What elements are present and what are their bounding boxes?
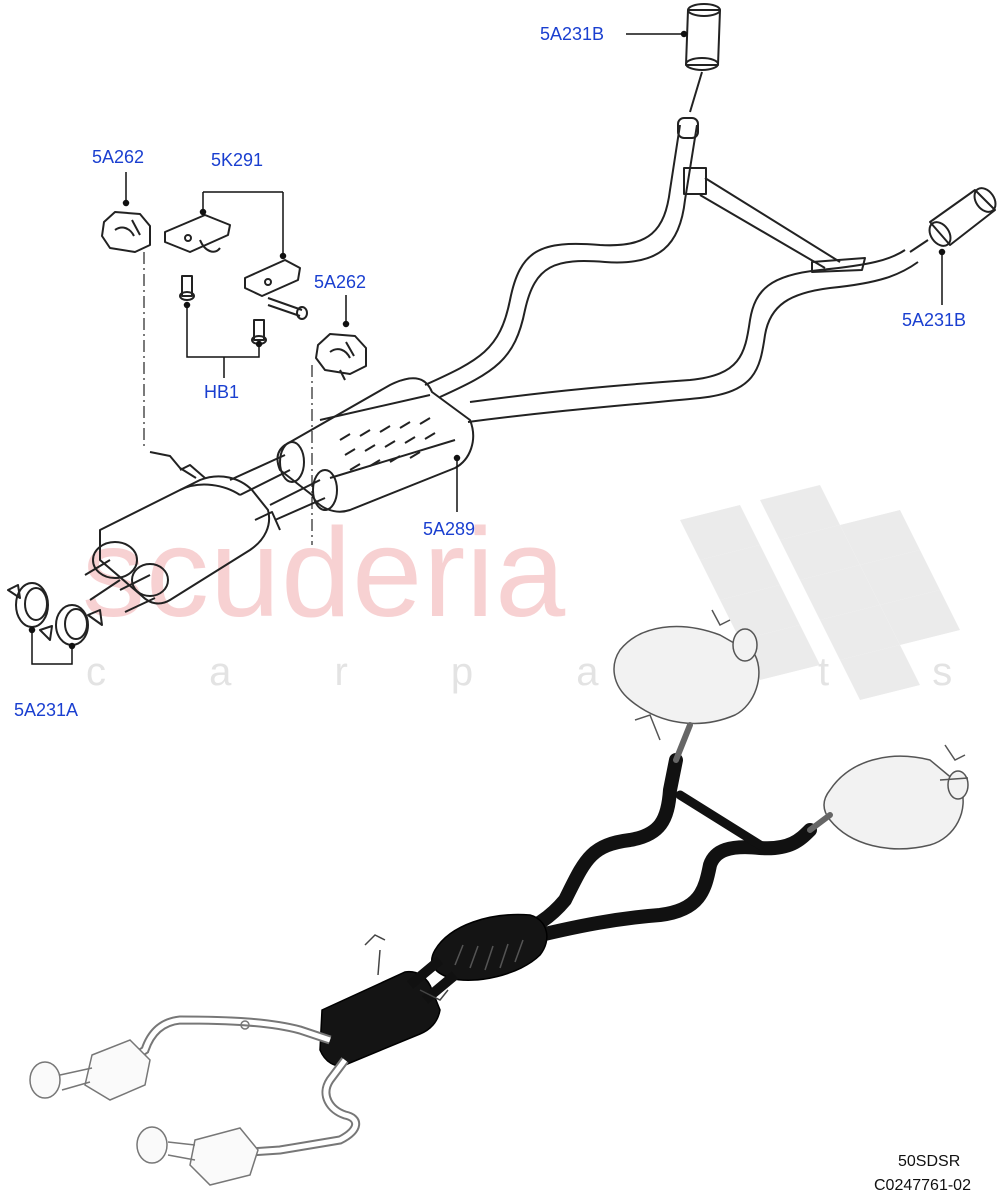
catalyst-lower bbox=[189, 1127, 259, 1186]
downpipes-and-catalysts bbox=[29, 1015, 361, 1186]
callout-clamps-front[interactable]: 5A231A bbox=[14, 700, 79, 720]
cross-brace bbox=[699, 177, 841, 269]
rear-hangers bbox=[634, 609, 969, 781]
tailpipe-tip-top bbox=[685, 3, 721, 71]
bolt-HB1-right bbox=[251, 319, 267, 345]
assembly-lines bbox=[143, 252, 313, 545]
bolt-HB1-left bbox=[179, 275, 195, 301]
brace-clamp-top bbox=[683, 167, 707, 195]
leader-bolts bbox=[186, 305, 260, 378]
leader-brackets bbox=[202, 191, 284, 256]
hanger-5A262-left bbox=[101, 211, 151, 253]
callout-resonator[interactable]: 5A289 bbox=[423, 519, 476, 539]
overview-exhaust-system bbox=[29, 609, 969, 1186]
callout-brackets[interactable]: 5K291 bbox=[211, 150, 264, 170]
flange-upper bbox=[29, 1061, 61, 1099]
diagram-code: 50SDSR bbox=[898, 1153, 961, 1170]
muffler-hanger-rod bbox=[149, 451, 197, 479]
rear-muffler-left bbox=[613, 625, 760, 725]
left-pipe bbox=[424, 124, 698, 398]
tip-axis-right bbox=[909, 239, 929, 253]
left-tailpipe-end bbox=[677, 117, 699, 139]
clamp-5A231A-right bbox=[55, 604, 103, 646]
catalyst-upper bbox=[84, 1039, 151, 1101]
right-pipe bbox=[467, 249, 919, 423]
callout-hanger-right[interactable]: 5A262 bbox=[314, 272, 367, 292]
leader-lines bbox=[28, 30, 946, 665]
diagram-id: C0247761-02 bbox=[874, 1177, 971, 1194]
front-hangers bbox=[364, 934, 449, 1001]
callout-tailpipe-right[interactable]: 5A231B bbox=[902, 310, 967, 330]
black-front-muffler bbox=[319, 970, 441, 1067]
tailpipe-tip-right bbox=[928, 187, 997, 247]
exploded-exhaust-view bbox=[7, 3, 997, 646]
checker-flag-watermark bbox=[680, 485, 960, 700]
resonator-5A289 bbox=[276, 377, 475, 513]
rear-muffler-right bbox=[823, 755, 969, 850]
tip-axis-top bbox=[689, 71, 703, 113]
mid-pipes bbox=[229, 454, 326, 521]
bracket-5K291-right bbox=[244, 259, 308, 320]
callout-tailpipe-top[interactable]: 5A231B bbox=[540, 24, 605, 44]
flange-lower bbox=[136, 1126, 168, 1164]
front-muffler bbox=[84, 464, 281, 613]
callout-bolts[interactable]: HB1 bbox=[204, 382, 240, 402]
callout-hanger-left[interactable]: 5A262 bbox=[92, 147, 145, 167]
black-resonator bbox=[431, 913, 548, 981]
bracket-5K291-left bbox=[164, 214, 231, 253]
brace-clamp-right bbox=[811, 257, 866, 273]
watermark-brand: scuderia bbox=[82, 502, 567, 643]
hanger-5A262-right bbox=[315, 333, 367, 381]
leader-clamps bbox=[31, 630, 73, 665]
